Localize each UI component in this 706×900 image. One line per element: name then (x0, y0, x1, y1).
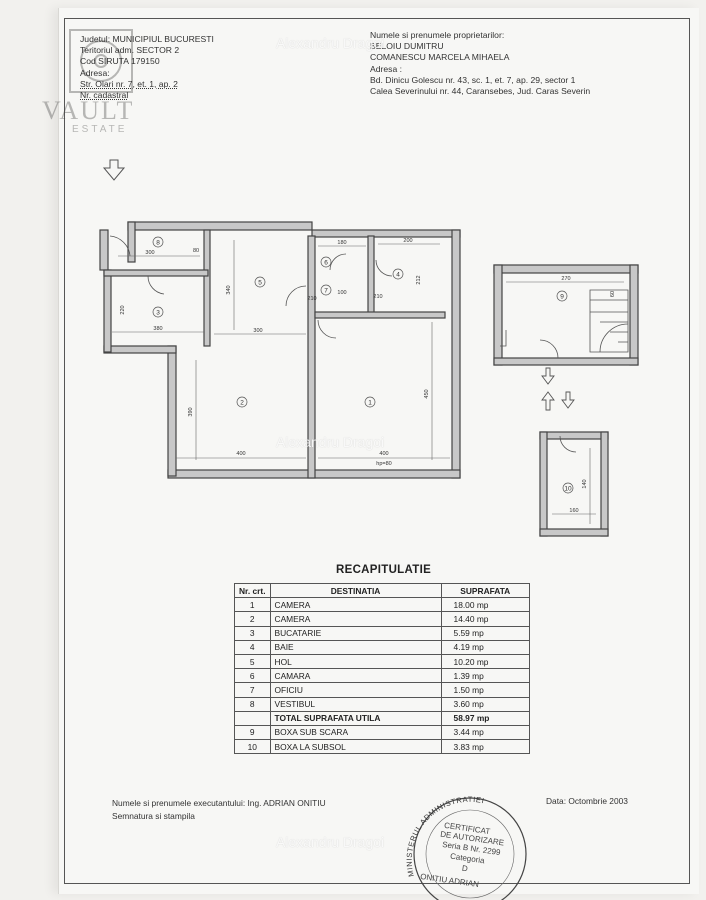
address-label: Adresa: (80, 67, 110, 78)
cadastral-line: Nr. cadastral (80, 90, 129, 101)
dim-200: 200 (403, 238, 412, 244)
owners-label: Numele si prenumele proprietarilor: (370, 30, 505, 40)
drawing-frame (64, 18, 690, 884)
stamp-line-5: D (461, 863, 469, 874)
room-number-9: 9 (560, 294, 564, 301)
dim-400a: 400 (236, 451, 245, 457)
floor-plan: 1 2 3 4 5 6 7 8 9 10 400 400 hp=80 380 3… (99, 159, 639, 537)
dim-060: 60 (610, 291, 616, 297)
room-labels: 1 2 3 4 5 6 7 8 9 10 (152, 236, 574, 494)
dim-210b: 210 (373, 294, 382, 300)
recap-title: RECAPITULATIE (336, 564, 432, 576)
owners-address-2: Calea Severinului nr. 44, Caransebes, Ju… (370, 86, 591, 97)
owner-2: COMANESCU MARCELA MIHAELA (370, 52, 510, 63)
signature-line: Semnatura si stampila (112, 811, 195, 821)
dimension-labels: 400 400 hp=80 380 300 300 390 450 340 22… (120, 238, 616, 514)
room-number-7: 7 (324, 288, 328, 295)
doors (109, 235, 577, 453)
watermark-top: Alexandru Dragoi (276, 35, 385, 51)
county-line: Judetul: MUNICIPIUL BUCURESTI (80, 34, 214, 44)
dim-180: 180 (337, 240, 346, 246)
dim-140: 140 (582, 479, 588, 488)
annex-walls (493, 264, 639, 537)
header-left: Judetul: MUNICIPIUL BUCURESTI Teritoriul… (80, 34, 214, 101)
logo-brand: VAULT (42, 96, 135, 125)
dim-210a: 210 (307, 296, 316, 302)
dim-390: 390 (188, 407, 194, 416)
dim-450: 450 (424, 389, 430, 398)
section-arrows (541, 367, 575, 411)
col-nr: Nr. crt. (234, 582, 271, 599)
col-destinatia: DESTINATIA (269, 582, 442, 599)
hp-label-b: hp=80 (376, 461, 391, 467)
territory-line: Teritoriul adm. SECTOR 2 (80, 45, 180, 56)
watermark-bottom: Alexandru Dragoi (276, 834, 385, 850)
room-number-6: 6 (324, 260, 328, 267)
date-line: Data: Octombrie 2003 (546, 796, 628, 806)
logo-sub: ESTATE (72, 124, 128, 135)
col-suprafata: SUPRAFATA (440, 582, 531, 599)
room-number-2: 2 (240, 400, 244, 407)
watermark-middle: Alexandru Dragoi (276, 434, 385, 450)
dim-270: 270 (561, 276, 570, 282)
north-arrow-icon (102, 159, 126, 181)
recap-header-row: Nr. crt. DESTINATIA SUPRAFATA (234, 582, 531, 599)
dim-080: 80 (193, 248, 199, 254)
dim-100: 100 (337, 290, 346, 296)
dim-400b: 400 (379, 451, 388, 457)
room-number-5: 5 (258, 280, 262, 287)
authorization-stamp: MINISTERUL ADMINISTRATIEI CERTIFICAT DE … (400, 784, 532, 900)
vault-estate-logo: VAULT ESTATE (38, 26, 158, 156)
dimension-lines (112, 240, 624, 524)
dim-212: 212 (416, 275, 422, 284)
room-number-8: 8 (156, 240, 160, 247)
header-right: Numele si prenumele proprietarilor: BELO… (370, 30, 590, 97)
owners-address-label: Adresa : (370, 63, 403, 74)
owners-address-1: Bd. Dinicu Golescu nr. 43, sc. 1, et. 7,… (370, 74, 576, 85)
dim-220: 220 (120, 305, 126, 314)
dim-300b: 300 (145, 250, 154, 256)
owner-1: BELOIU DUMITRU (370, 41, 444, 52)
room-number-10: 10 (564, 486, 572, 493)
plan-walls (99, 221, 461, 479)
siruta-line: Cod SIRUTA 179150 (80, 56, 160, 67)
dim-160: 160 (569, 508, 578, 514)
dim-340: 340 (226, 285, 232, 294)
dim-380: 380 (153, 326, 162, 332)
stair-icon (589, 289, 629, 353)
address-line: Str. Olari nr. 7, et. 1, ap. 2 (80, 78, 178, 89)
dim-300a: 300 (253, 328, 262, 334)
executant-line: Numele si prenumele executantului: Ing. … (112, 798, 326, 808)
room-number-3: 3 (156, 310, 160, 317)
room-number-4: 4 (396, 272, 400, 279)
room-number-1: 1 (368, 400, 372, 407)
